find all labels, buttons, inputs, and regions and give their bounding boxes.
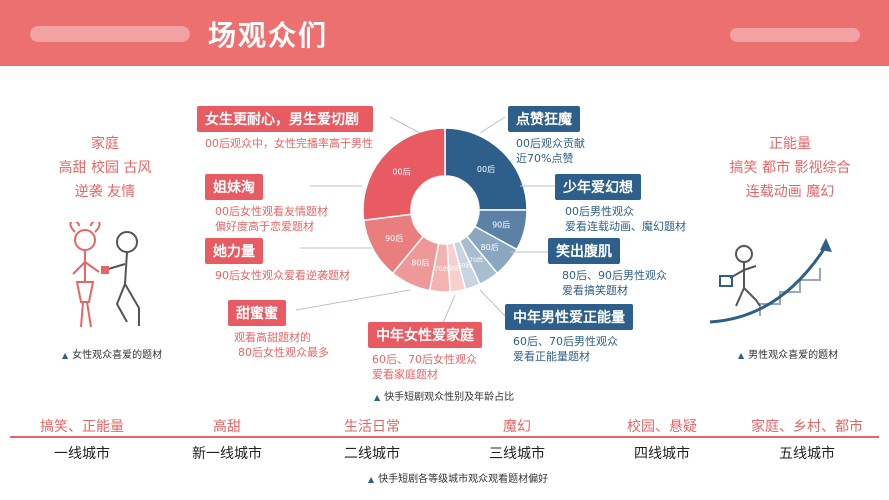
city-topic: 生活日常 xyxy=(344,419,400,435)
female-note-5: 中年女性爱家庭 60后、70后女性观众 爱看家庭题材 xyxy=(368,322,482,382)
note-desc: 60后、70后女性观众 xyxy=(372,353,477,366)
note-desc: 90后女性观众爱看逆袭题材 xyxy=(215,269,350,282)
triangle-icon: ▲ xyxy=(62,351,69,360)
triangle-icon: ▲ xyxy=(738,351,745,360)
bottom-caption-text: 快手短剧各等级城市观众观看题材偏好 xyxy=(378,474,549,485)
divider xyxy=(10,436,879,438)
header-logo-blur xyxy=(30,26,190,42)
city-topic: 校园、悬疑 xyxy=(627,419,697,435)
page-title: 场观众们 xyxy=(208,19,329,52)
note-tag: 姐妹淘 xyxy=(205,174,263,200)
city-tier: 五线城市 xyxy=(779,446,835,462)
slice-label: 60后 xyxy=(447,264,461,272)
note-desc: 爱看连载动画、魔幻题材 xyxy=(565,220,686,233)
note-tag: 中年女性爱家庭 xyxy=(368,322,482,348)
note-desc: 00后女性观看友情题材 xyxy=(215,205,328,218)
female-topic-line: 高甜 校园 古风 xyxy=(58,160,152,176)
slice-label: 60后 xyxy=(458,262,472,270)
note-desc: 爱看正能量题材 xyxy=(513,350,590,363)
female-note-2: 姐妹淘 00后女性观看友情题材 偏好度高于恋爱题材 xyxy=(205,174,328,234)
male-note-2: 少年爱幻想 00后男性观众 爱看连载动画、魔幻题材 xyxy=(555,174,686,234)
note-tag: 她力量 xyxy=(205,238,263,264)
city-tier: 四线城市 xyxy=(634,446,690,462)
bottom-caption: ▲快手短剧各等级城市观众观看题材偏好 xyxy=(368,470,548,485)
male-topic-line: 正能量 xyxy=(769,136,811,152)
note-desc: 60后、70后男性观众 xyxy=(513,335,618,348)
female-note-3: 她力量 90后女性观众爱看逆袭题材 xyxy=(205,238,350,283)
header-bar xyxy=(0,0,889,66)
city-tier: 二线城市 xyxy=(344,446,400,462)
note-tag: 笑出腹肌 xyxy=(548,238,620,264)
header-brand-blur xyxy=(730,28,860,42)
slice-label: 70后 xyxy=(469,256,483,264)
pie-caption: ▲快手短剧观众性别及年龄占比 xyxy=(374,388,514,403)
note-desc: 爱看搞笑题材 xyxy=(562,284,628,297)
male-figure-stairs-icon xyxy=(709,238,832,324)
city-tier: 新一线城市 xyxy=(192,446,262,462)
slice-label: 00后 xyxy=(392,167,410,177)
note-tag: 少年爱幻想 xyxy=(555,174,641,200)
note-desc: 80后女性观众最多 xyxy=(238,346,329,359)
pie-caption-text: 快手短剧观众性别及年龄占比 xyxy=(384,392,515,403)
note-desc: 爱看家庭题材 xyxy=(372,368,438,381)
city-tiers-row: 一线城市 新一线城市 二线城市 三线城市 四线城市 五线城市 xyxy=(12,443,877,463)
note-tag: 点赞狂魔 xyxy=(508,106,580,132)
slice-label: 90后 xyxy=(385,233,403,243)
male-note-4: 中年男性爱正能量 60后、70后男性观众 爱看正能量题材 xyxy=(505,304,633,364)
male-caption-text: 男性观众喜爱的题材 xyxy=(748,350,839,361)
city-topic: 搞笑、正能量 xyxy=(40,419,124,435)
male-note-1: 点赞狂魔 00后观众贡献 近70%点赞 xyxy=(508,106,585,166)
slice-label: 80后 xyxy=(411,257,429,267)
city-topic: 魔幻 xyxy=(503,419,531,435)
slice-label: 90后 xyxy=(492,219,510,229)
male-topic-line: 搞笑 都市 影视综合 xyxy=(729,160,851,176)
note-desc: 00后观众中，女性完播率高于男性 xyxy=(205,137,373,150)
note-desc: 80后、90后男性观众 xyxy=(562,269,667,282)
female-topic-line: 家庭 xyxy=(91,136,119,152)
slice-label: 80后 xyxy=(481,242,499,252)
note-tag: 甜蜜蜜 xyxy=(228,300,286,326)
note-tag: 中年男性爱正能量 xyxy=(505,304,633,330)
female-figure-icon xyxy=(69,222,140,328)
female-note-1: 女生更耐心，男生爱切剧 00后观众中，女性完播率高于男性 xyxy=(197,106,373,151)
donut-hole xyxy=(411,176,479,244)
triangle-icon: ▲ xyxy=(368,475,375,484)
slice-label: 70后 xyxy=(435,265,449,273)
city-tier: 一线城市 xyxy=(54,446,110,462)
city-topic: 高甜 xyxy=(213,419,241,435)
male-note-3: 笑出腹肌 80后、90后男性观众 爱看搞笑题材 xyxy=(548,238,667,298)
city-topics-row: 搞笑、正能量 高甜 生活日常 魔幻 校园、悬疑 家庭、乡村、都市 xyxy=(12,416,877,436)
female-topic-line: 逆袭 友情 xyxy=(74,184,136,200)
female-caption-text: 女性观众喜爱的题材 xyxy=(72,350,163,361)
note-desc: 观看高甜题材的 xyxy=(234,331,311,344)
city-tier: 三线城市 xyxy=(489,446,545,462)
note-desc: 近70%点赞 xyxy=(516,152,574,165)
city-topic: 家庭、乡村、都市 xyxy=(751,419,863,435)
slice-label: 00后 xyxy=(477,164,495,174)
female-note-4: 甜蜜蜜 观看高甜题材的 80后女性观众最多 xyxy=(228,300,329,360)
note-desc: 00后男性观众 xyxy=(565,205,634,218)
male-topic-line: 连载动画 魔幻 xyxy=(745,184,835,200)
male-topics: 正能量 搞笑 都市 影视综合 连载动画 魔幻 xyxy=(705,132,875,204)
note-desc: 偏好度高于恋爱题材 xyxy=(215,220,314,233)
female-topics: 家庭 高甜 校园 古风 逆袭 友情 xyxy=(30,132,180,204)
note-desc: 00后观众贡献 xyxy=(516,137,585,150)
male-caption: ▲男性观众喜爱的题材 xyxy=(738,346,838,361)
triangle-icon: ▲ xyxy=(374,393,381,402)
female-caption: ▲女性观众喜爱的题材 xyxy=(62,346,162,361)
note-tag: 女生更耐心，男生爱切剧 xyxy=(197,106,373,132)
